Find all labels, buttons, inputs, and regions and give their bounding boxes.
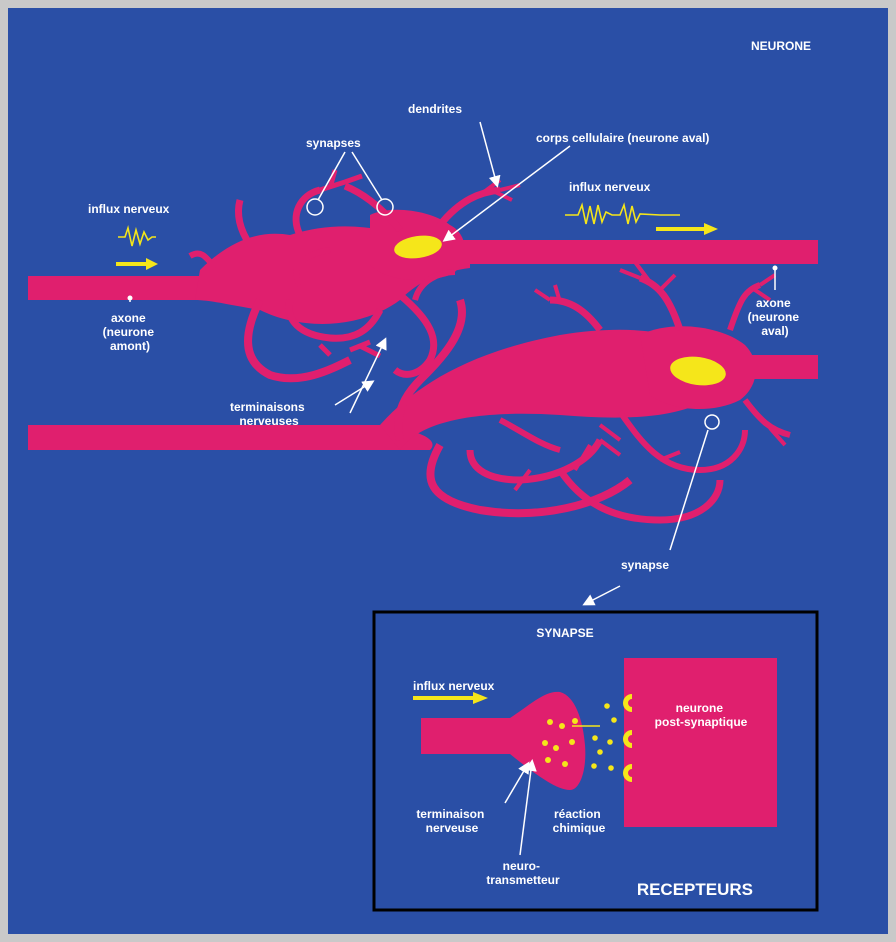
label-dendrites: dendrites: [408, 102, 462, 116]
label-influx-right: influx nerveux: [569, 180, 651, 194]
axone-marker-right: [773, 266, 778, 271]
label-synapse: synapse: [621, 558, 669, 572]
diagram-title: NEURONE: [751, 39, 811, 53]
postsynaptic-neuron: [624, 658, 777, 827]
inset-label-terminaison: terminaison nerveuse: [416, 807, 487, 835]
inset-label-receptors: RECEPTEURS: [637, 880, 753, 899]
inset-label-reaction: réaction chimique: [553, 807, 606, 835]
inset-title: SYNAPSE: [536, 626, 593, 640]
axone-marker-left: [128, 296, 133, 301]
label-terminaisons: terminaisons nerveuses: [230, 400, 308, 428]
inset-label-influx: influx nerveux: [413, 679, 495, 693]
label-synapses: synapses: [306, 136, 361, 150]
label-influx-left: influx nerveux: [88, 202, 170, 216]
synapse-inset: SYNAPSE influx nerveux: [374, 612, 817, 910]
label-cell-body: corps cellulaire (neurone aval): [536, 131, 709, 145]
